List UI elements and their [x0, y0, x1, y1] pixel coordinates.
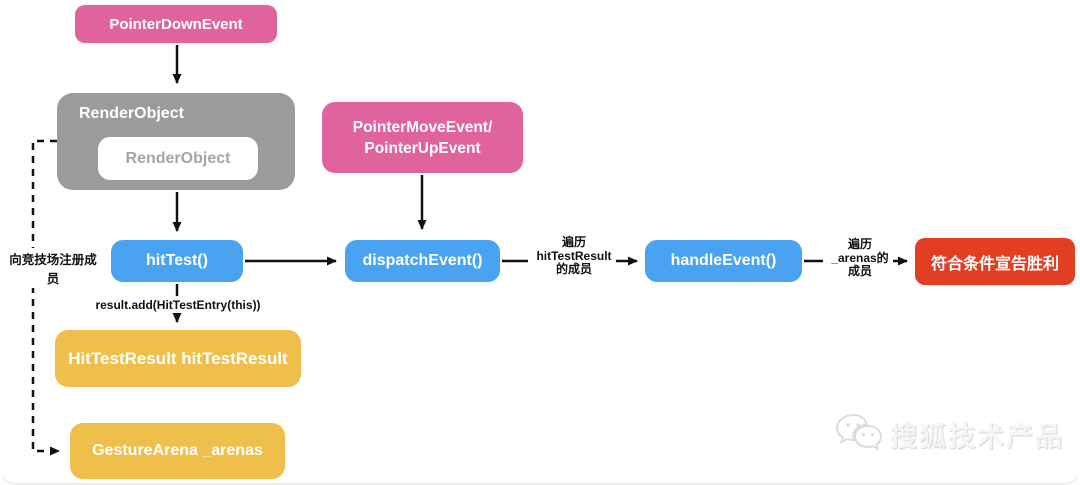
- pointer-up-line2: PointerUpEvent: [364, 139, 481, 157]
- traverse-arenas-line1: 遍历: [847, 237, 872, 251]
- node-declare-victory: 符合条件宣告胜利: [915, 238, 1075, 285]
- node-pointer-move-up-event: PointerMoveEvent/ PointerUpEvent: [322, 102, 523, 173]
- node-render-object-outer: RenderObject RenderObject: [57, 93, 295, 190]
- node-handle-event: handleEvent(): [645, 240, 802, 282]
- node-hit-test: hitTest(): [111, 240, 243, 282]
- node-pointer-down-event: PointerDownEvent: [75, 5, 277, 43]
- edge-label-register-to-arena: 向竞技场注册成员: [4, 248, 102, 288]
- node-hit-test-result: HitTestResult hitTestResult: [55, 330, 301, 387]
- traverse-arenas-line2: _arenas的: [831, 250, 889, 265]
- edge-label-traverse-hittestresult: 遍历 hitTestResult 的成员: [528, 235, 620, 277]
- pointer-move-line1: PointerMoveEvent/: [352, 118, 493, 136]
- node-render-object-inner: RenderObject: [98, 137, 258, 180]
- traverse-hittestresult-line3: 的成员: [555, 262, 592, 276]
- node-gesture-arena: GestureArena _arenas: [70, 423, 285, 479]
- render-object-outer-label: RenderObject: [79, 105, 184, 122]
- edge-label-result-add: result.add(HitTestEntry(this)): [95, 298, 261, 312]
- node-dispatch-event: dispatchEvent(): [345, 240, 500, 282]
- watermark: 搜狐技术产品: [834, 412, 1064, 456]
- traverse-hittestresult-line1: 遍历: [561, 235, 586, 249]
- dashed-arrow-renderobject-to-gesturearena: [31, 139, 60, 456]
- traverse-arenas-line3: 成员: [847, 264, 872, 278]
- edge-label-traverse-arenas: 遍历 _arenas的 成员: [822, 237, 898, 279]
- traverse-hittestresult-line2: hitTestResult: [536, 248, 612, 263]
- watermark-text: 搜狐技术产品: [890, 421, 1064, 452]
- wechat-chat-bubbles-icon: [835, 413, 883, 451]
